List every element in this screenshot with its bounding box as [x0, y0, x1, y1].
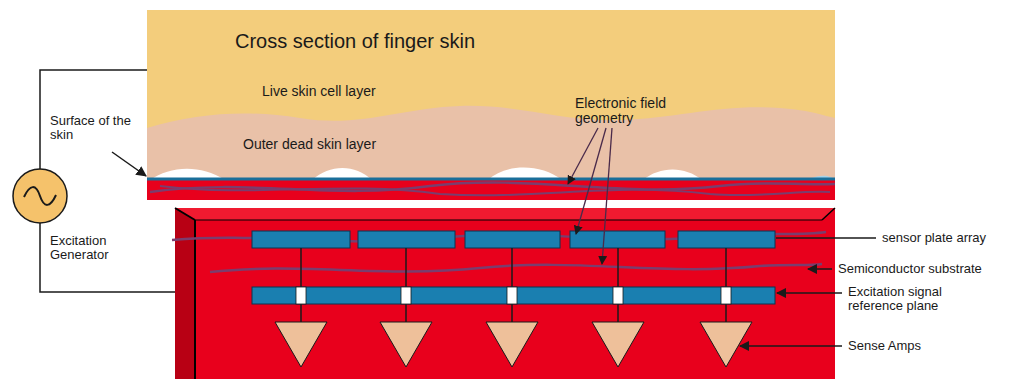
- excitation-wire: [40, 70, 147, 170]
- substrate-edge: [822, 208, 835, 220]
- excitation-generator: [13, 169, 67, 223]
- leader-line: [777, 292, 842, 294]
- excitation-wire: [40, 222, 175, 292]
- layer-label: Outer dead skin layer: [243, 137, 376, 152]
- sense-amp: [275, 322, 752, 367]
- part-label: Sense Amps: [848, 339, 921, 353]
- substrate-edge: [194, 220, 196, 379]
- part-label: Excitation signal reference plane: [848, 285, 974, 314]
- dead-skin-layer: [147, 106, 835, 190]
- substrate-edge: [195, 220, 822, 221]
- part-label: Surface of the skin: [50, 114, 132, 143]
- part-label: sensor plate array: [882, 231, 986, 245]
- leader-line: [776, 237, 876, 239]
- field-line: [210, 264, 822, 272]
- leader-line: [568, 128, 598, 184]
- diagram-title: Cross section of finger skin: [235, 30, 475, 52]
- substrate-side-face: [175, 208, 195, 379]
- leader-line: [112, 152, 146, 176]
- plane-opening: [296, 287, 731, 304]
- field-line: [160, 186, 830, 195]
- leader-line: [576, 128, 606, 234]
- part-label: Semiconductor substrate: [838, 262, 982, 276]
- contact-band: [147, 179, 835, 200]
- leader-line: [808, 268, 832, 270]
- sine-symbol: [24, 187, 56, 205]
- plate-connection: [301, 248, 726, 322]
- leader-line: [740, 345, 842, 347]
- layer-label: Live skin cell layer: [262, 84, 376, 99]
- field-label: Electronic field geometry: [575, 96, 693, 127]
- reference-plane: [252, 287, 775, 304]
- part-label: Excitation Generator: [50, 234, 134, 263]
- live-skin-layer: [147, 10, 835, 200]
- skin-surface: [147, 178, 835, 181]
- substrate-edge: [175, 208, 195, 220]
- semiconductor-substrate: [175, 208, 835, 379]
- substrate-top-face: [175, 208, 835, 220]
- leader-line: [602, 128, 612, 264]
- sensor-plate-array: [252, 231, 775, 248]
